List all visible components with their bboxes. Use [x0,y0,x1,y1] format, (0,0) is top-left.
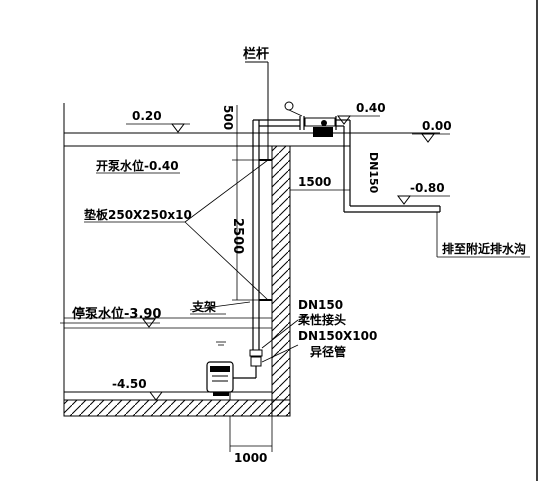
dim-1500-label: 1500 [298,175,331,189]
level-marker-m080 [397,195,411,205]
dim-500-label: 500 [221,105,235,130]
pit-floor [63,399,291,417]
level-040-label: 0.40 [356,101,386,115]
level-marker-020 [171,123,185,133]
railing-label: 栏杆 [243,46,269,62]
dim-2500-label: 2500 [230,218,245,254]
pump-start-level-label: 开泵水位-0.40 [96,158,179,173]
bracket-label: 支架 [191,299,216,314]
pit-right-wall [271,145,291,417]
level-m080-label: -0.80 [410,181,445,195]
valve-stem [288,109,303,117]
pad-leader-1 [184,159,269,223]
valve-handwheel-icon [284,101,294,111]
pump-stop-level-label: 停泵水位-3.90 [72,306,161,322]
level-marker-000 [421,133,435,143]
flex-joint-label: 柔性接头 [297,312,346,327]
flex-dn150-label: DN150 [298,298,343,312]
bracket-leader [189,301,251,311]
pipe-dn150-label: DN150 [367,152,380,194]
dim-1000-label: 1000 [234,451,267,465]
flex-joint-leader [261,319,299,349]
reducer-leader [261,344,299,363]
reducer-pipe [250,356,262,367]
check-valve-dot [321,120,327,126]
pad-plate-label: 垫板250X250x10 [84,207,192,222]
reducer-size-label: DN150X100 [298,329,377,343]
check-valve-motor [313,127,333,137]
flexible-joint [249,349,263,357]
submersible-pump-icon [206,361,234,396]
level-000-label: 0.00 [422,119,452,133]
reducer-label: 异径管 [310,344,346,359]
pad-leader-2 [184,221,269,301]
discharge-note-label: 排至附近排水沟 [442,241,526,256]
level-020-label: 0.20 [132,109,162,123]
check-valve-body [304,117,336,127]
level-marker-m450 [149,391,163,401]
level-m450-label: -4.50 [112,377,147,391]
